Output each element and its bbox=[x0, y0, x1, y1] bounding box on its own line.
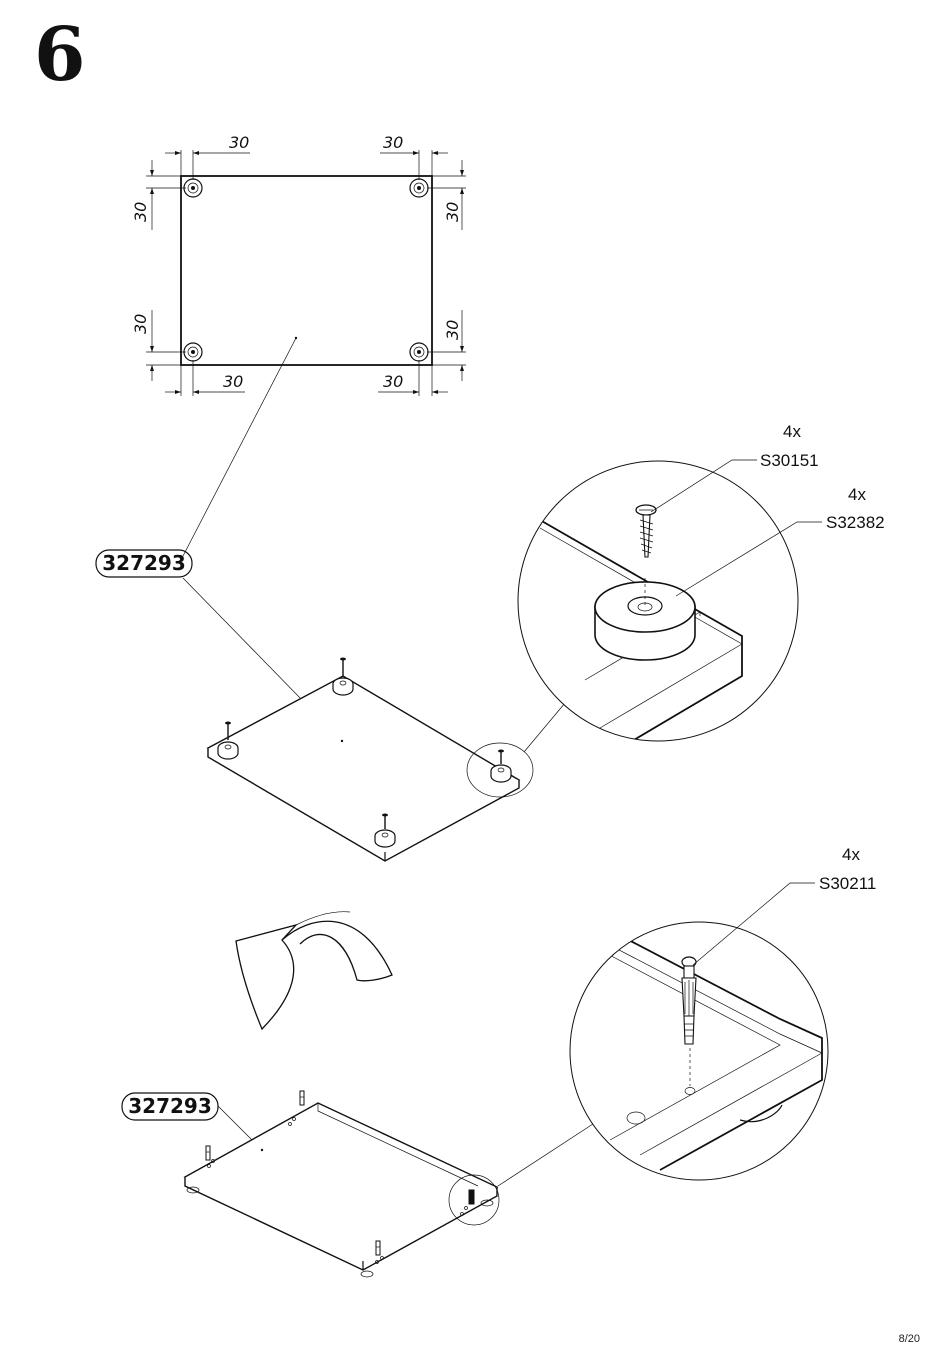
dim-left-upper: 30 bbox=[131, 202, 150, 222]
dowel-icon bbox=[375, 1240, 384, 1264]
screw-quantity: 4x bbox=[783, 422, 801, 441]
foot-marker-bottom-right bbox=[409, 342, 429, 362]
dim-left-lower: 30 bbox=[131, 314, 150, 334]
dowel-quantity: 4x bbox=[842, 845, 860, 864]
screw-code: S30151 bbox=[760, 451, 819, 470]
dim-right-lower: 30 bbox=[443, 320, 462, 340]
callout-screw: 4x S30151 bbox=[650, 422, 819, 513]
foot-quantity: 4x bbox=[848, 485, 866, 504]
step-number: 6 bbox=[34, 12, 86, 98]
top-view-panel bbox=[180, 175, 433, 366]
foot-code: S32382 bbox=[826, 513, 885, 532]
screw-icon bbox=[635, 504, 657, 558]
foot-icon bbox=[332, 657, 354, 696]
svg-text:327293: 327293 bbox=[128, 1094, 212, 1118]
panel-isometric-1 bbox=[206, 657, 534, 862]
dim-top-left: 30 bbox=[229, 133, 249, 152]
detail-circle-foot bbox=[517, 460, 799, 742]
dowel-icon bbox=[288, 1090, 305, 1126]
foot-marker-bottom-left bbox=[183, 342, 203, 362]
dim-bottom-right: 30 bbox=[383, 372, 403, 391]
dowel-icon bbox=[460, 1189, 475, 1216]
foot-marker-top-right bbox=[409, 178, 429, 198]
page-number: 8/20 bbox=[898, 1333, 920, 1345]
dowel-icon bbox=[681, 956, 697, 1045]
part-label-1: 327293 bbox=[95, 549, 193, 578]
callout-foot: 4x S32382 bbox=[675, 485, 885, 597]
part-label-2: 327293 bbox=[121, 1092, 219, 1121]
dowel-code: S30211 bbox=[819, 874, 876, 893]
dimension-lines bbox=[146, 150, 466, 396]
detail-circle-dowel bbox=[569, 921, 829, 1181]
dim-right-upper: 30 bbox=[443, 202, 462, 222]
foot-icon bbox=[374, 813, 396, 848]
dimension-labels: 30 30 30 30 30 30 30 30 bbox=[131, 133, 462, 391]
flip-arrow-icon bbox=[235, 911, 393, 1031]
dowel-icon bbox=[205, 1145, 215, 1168]
foot-icon bbox=[217, 721, 239, 760]
foot-marker-top-left bbox=[183, 178, 203, 198]
foot-icon bbox=[490, 749, 512, 783]
svg-text:327293: 327293 bbox=[102, 551, 186, 575]
dim-bottom-left: 30 bbox=[223, 372, 243, 391]
dim-top-right: 30 bbox=[383, 133, 403, 152]
callout-dowel: 4x S30211 bbox=[692, 845, 876, 966]
panel-isometric-2 bbox=[183, 1090, 500, 1278]
